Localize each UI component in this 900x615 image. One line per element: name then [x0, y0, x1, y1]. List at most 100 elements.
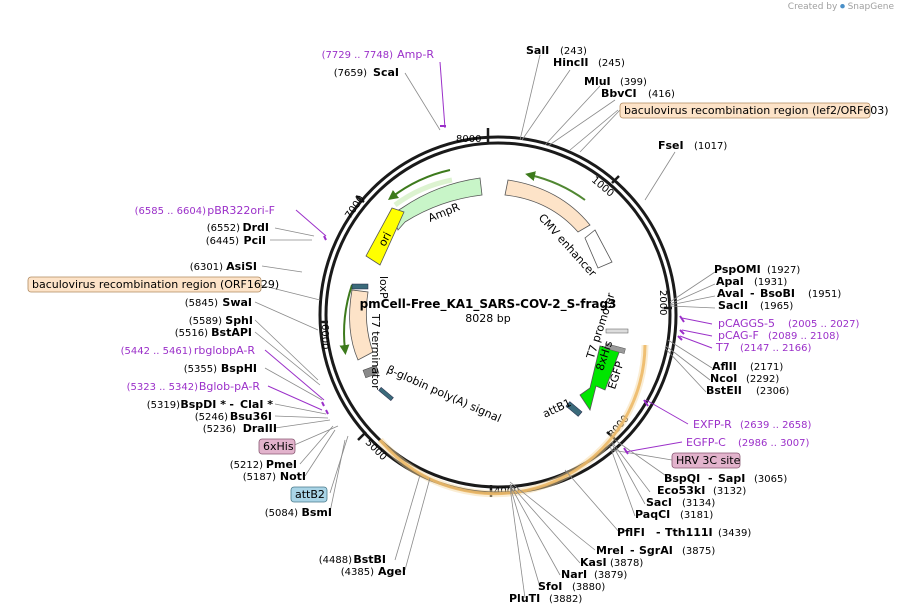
site-bbvci[interactable]: BbvCI [601, 87, 637, 100]
box-hrv3c [671, 452, 741, 469]
site-paqci-pos: (3181) [680, 510, 713, 521]
site-sfoi[interactable]: SfoI [538, 580, 562, 593]
site-pspomi[interactable]: PspOMI [714, 263, 761, 276]
box-attb2-label[interactable]: attB2 [295, 488, 325, 501]
site-saci[interactable]: SacI [646, 496, 672, 509]
site-draiii[interactable]: DraIII [243, 422, 277, 435]
site-bsmi[interactable]: BsmI [302, 506, 333, 519]
primers-left: Amp-R (7729 .. 7748) pBR322ori-F (6585 .… [121, 48, 435, 393]
site-pspomi-pos: (1927) [767, 265, 800, 276]
site-bstapi[interactable]: BstAPI [211, 326, 252, 339]
box-6xhis [258, 438, 296, 455]
plasmid-name: pmCell-Free_KA1_SARS-COV-2_S-frag3 [360, 297, 617, 312]
primer-t7[interactable]: T7 [715, 341, 730, 354]
site-clai[interactable]: ClaI * [240, 398, 273, 411]
site-pmei-pos: (5212) [230, 460, 263, 471]
site-bsu36i-pos: (5246) [195, 412, 228, 423]
site-kasi-pos: (3878) [610, 558, 643, 569]
site-pluti[interactable]: PluTI [509, 592, 540, 605]
primer-bglobpar[interactable]: Bglob-pA-R [199, 380, 261, 393]
primer-rbglobpar[interactable]: rbglobpA-R [194, 344, 255, 357]
box-hrv3c-label[interactable]: HRV 3C site [676, 454, 741, 467]
site-nari[interactable]: NarI [561, 568, 587, 581]
site-asisi[interactable]: AsiSI [226, 260, 257, 273]
primer-t7-pos: (2147 .. 2166) [740, 343, 812, 354]
site-aflii[interactable]: AflII [712, 360, 737, 373]
site-sgrai[interactable]: SgrAI [639, 544, 673, 557]
site-bsobi[interactable]: BsoBI [760, 287, 795, 300]
site-noti[interactable]: NotI [280, 470, 306, 483]
site-bsphi[interactable]: BspHI [221, 362, 257, 375]
primer-egfpc[interactable]: EGFP-C [686, 436, 726, 449]
site-avai[interactable]: AvaI [717, 287, 744, 300]
site-bspdi[interactable]: BspDI * [180, 398, 226, 411]
leader-lines [254, 54, 716, 599]
site-fsei-pos: (1017) [694, 141, 727, 152]
t7-promoter-block [605, 328, 629, 334]
plasmid-size: 8028 bp [465, 312, 510, 325]
site-asisi-pos: (6301) [190, 262, 223, 273]
tick-6000: 6000 [319, 324, 330, 349]
box-attb2 [290, 486, 328, 503]
site-pflfi[interactable]: PflFI [617, 526, 645, 539]
site-swai[interactable]: SwaI [222, 296, 252, 309]
site-sep-bsobi: - [750, 287, 755, 300]
site-mlui-pos: (399) [620, 77, 647, 88]
site-paqci[interactable]: PaqCI [635, 508, 670, 521]
site-kasi[interactable]: KasI [580, 556, 607, 569]
site-sapi[interactable]: SapI [718, 472, 745, 485]
site-sapi-pos: (3065) [754, 474, 787, 485]
site-pmei[interactable]: PmeI [266, 458, 297, 471]
site-apai-pos: (1931) [754, 277, 787, 288]
sites-right: PspOMI (1927) ApaI (1931) AvaI - BsoBI (… [686, 263, 860, 449]
primer-exfpr[interactable]: EXFP-R [693, 418, 732, 431]
site-sep-sapi: - [708, 472, 713, 485]
snapgene-credit: Created by ⏺ SnapGene [788, 2, 894, 12]
site-eco53ki[interactable]: Eco53kI [657, 484, 705, 497]
site-scai[interactable]: ScaI [373, 66, 399, 79]
primer-rbglobpar-pos: (5442 .. 5461) [121, 346, 193, 357]
t7-terminator-label: T7 terminator [369, 313, 382, 390]
primer-pcagf[interactable]: pCAG-F [718, 329, 759, 342]
box-orf1629-label[interactable]: baculovirus recombination region (ORF162… [32, 278, 279, 291]
site-hincii[interactable]: HincII [553, 56, 589, 69]
site-bstbi[interactable]: BstBI [353, 553, 386, 566]
site-bsu36i[interactable]: Bsu36I [230, 410, 272, 423]
site-ncoi-pos: (2292) [746, 374, 779, 385]
direction-arcs [339, 169, 586, 355]
primer-ampr[interactable]: Amp-R [397, 48, 434, 61]
site-drdi[interactable]: DrdI [242, 221, 269, 234]
site-mrei[interactable]: MreI [596, 544, 624, 557]
ori-feature [365, 207, 405, 266]
site-swai-pos: (5845) [185, 298, 218, 309]
primer-pcaggs5[interactable]: pCAGGS-5 [718, 317, 775, 330]
site-sali[interactable]: SalI [526, 44, 549, 57]
site-mlui[interactable]: MluI [584, 75, 611, 88]
globin-block [378, 386, 394, 402]
site-agei[interactable]: AgeI [378, 565, 406, 578]
site-apai[interactable]: ApaI [716, 275, 744, 288]
site-bspqi[interactable]: BspQI [664, 472, 700, 485]
site-tth111i[interactable]: Tth111I [665, 526, 713, 539]
primer-pbr322orif[interactable]: pBR322ori-F [207, 204, 275, 217]
tick-4000: 4000 [494, 486, 519, 497]
site-sali-pos: (243) [560, 46, 587, 57]
site-ncoi[interactable]: NcoI [710, 372, 737, 385]
globin-polya-label: β-globin poly(A) signal [385, 363, 503, 425]
site-noti-pos: (5187) [243, 472, 276, 483]
site-sphi-pos: (5589) [189, 316, 222, 327]
ampr-feature [391, 177, 483, 231]
box-6xhis-label[interactable]: 6xHis [263, 440, 294, 453]
site-bsteii[interactable]: BstEII [706, 384, 742, 397]
his-block [604, 343, 626, 354]
site-bsphi-pos: (5355) [184, 364, 217, 375]
site-fsei[interactable]: FseI [658, 139, 684, 152]
site-sacii[interactable]: SacII [718, 299, 748, 312]
site-pcii[interactable]: PciI [244, 234, 266, 247]
primer-leaders [264, 61, 713, 453]
site-sphi[interactable]: SphI [225, 314, 253, 327]
site-pluti-pos: (3882) [549, 594, 582, 605]
box-lef2-label[interactable]: baculovirus recombination region (lef2/O… [624, 104, 889, 117]
orange-arcs [377, 344, 649, 498]
